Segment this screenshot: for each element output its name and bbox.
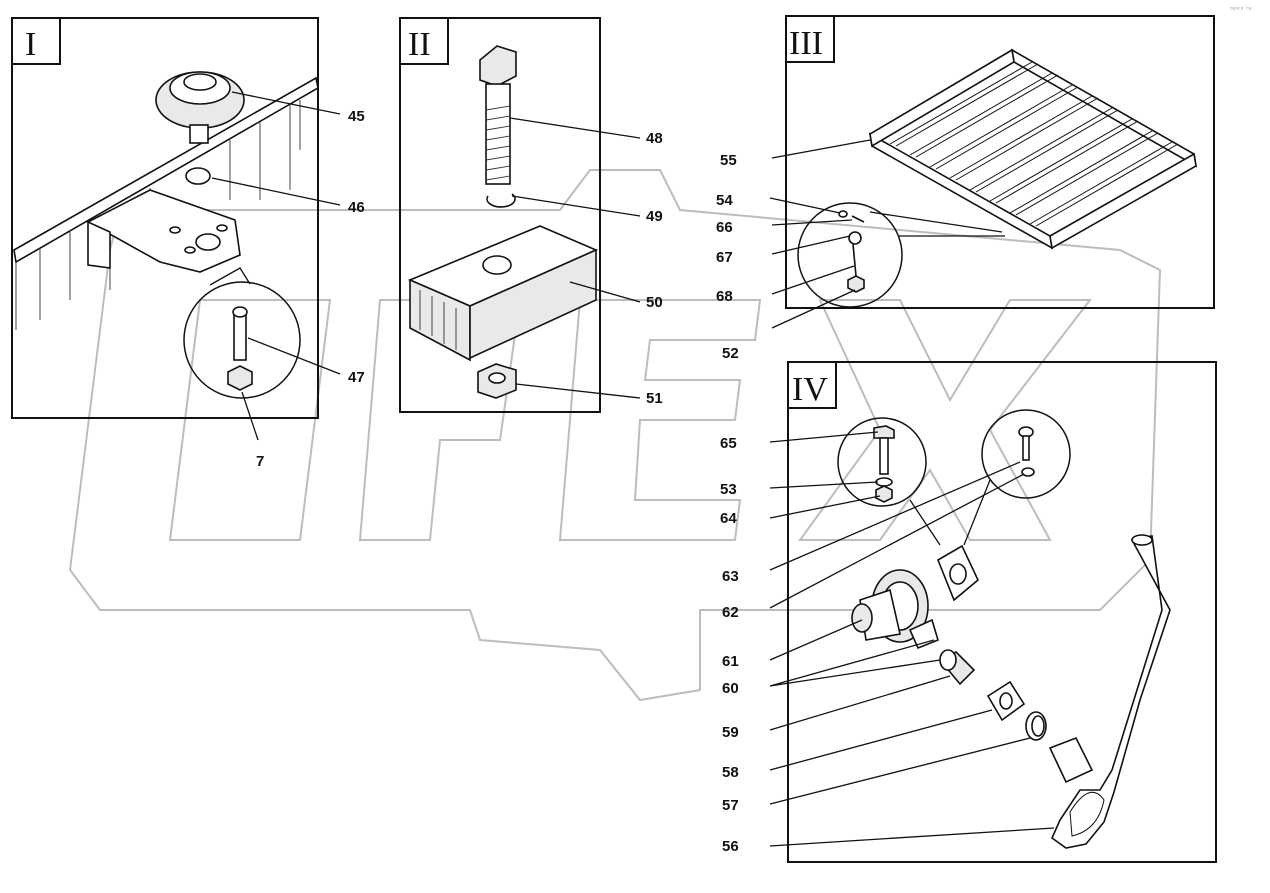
callout-50: 50 [646, 294, 663, 311]
leader-46 [211, 177, 341, 206]
leader-circle-left [909, 499, 941, 546]
leader-62 [769, 473, 1025, 609]
leader-67 [771, 235, 851, 255]
panel-4-frame [787, 361, 1217, 863]
coupling-59-drawing [938, 649, 976, 686]
callout-58: 58 [722, 764, 739, 781]
corner-mark: ᵒᵖᵉˣ ʳᵘ [1230, 5, 1251, 14]
bolt-48-drawing [479, 45, 517, 185]
callout-48: 48 [646, 130, 663, 147]
callout-67: 67 [716, 249, 733, 266]
leader-circle-right [963, 479, 991, 546]
panel-2: II 48 49 50 51 [399, 17, 663, 413]
callout-47: 47 [348, 369, 365, 386]
panel-3-label: III [789, 25, 823, 62]
leader-52 [771, 289, 856, 329]
detail-circle-iii [797, 202, 1005, 308]
leader-54 [769, 197, 841, 214]
panel-4: IV [720, 361, 1217, 863]
ring-57-drawing [1025, 711, 1047, 741]
callout-62: 62 [722, 604, 739, 621]
panel-1-frame [11, 17, 319, 419]
leader-49 [511, 195, 641, 217]
leader-57 [769, 737, 1031, 805]
leader-68 [771, 265, 855, 295]
callout-51: 51 [646, 390, 663, 407]
gasket-58-drawing [986, 680, 1026, 722]
callout-55: 55 [720, 152, 737, 169]
callout-57: 57 [722, 797, 739, 814]
lock-washer-49-drawing [486, 193, 516, 208]
panel-3-label-box [785, 15, 835, 63]
callout-49: 49 [646, 208, 663, 225]
gearbox-61-drawing [851, 569, 939, 650]
block-50-drawing [407, 225, 598, 362]
detail-circle-i [183, 267, 301, 399]
leader-48 [509, 117, 641, 139]
callout-45: 45 [348, 108, 365, 125]
knob-45-drawing [155, 71, 245, 144]
washer-46-drawing [185, 167, 211, 185]
panel-2-label: II [408, 26, 431, 63]
callout-61: 61 [722, 653, 739, 670]
leader-65 [769, 431, 879, 443]
leader-45 [231, 91, 341, 115]
bracket-drawing [86, 189, 241, 273]
leader-7 [241, 391, 259, 441]
panel-4-label: IV [792, 371, 828, 408]
callout-60: 60 [722, 680, 739, 697]
panel-1-label-box [11, 17, 61, 65]
leader-66 [771, 219, 853, 226]
nut-51-drawing [477, 363, 517, 399]
leader-55 [771, 139, 871, 159]
leader-61 [769, 619, 863, 661]
callout-59: 59 [722, 724, 739, 741]
leader-63 [769, 461, 1021, 571]
panel-1: I [11, 17, 365, 470]
callout-54: 54 [716, 192, 733, 209]
leader-50 [569, 281, 641, 303]
leader-59 [769, 675, 951, 731]
panel-2-frame [399, 17, 601, 413]
leader-51 [515, 383, 641, 399]
callout-64: 64 [720, 510, 737, 527]
panel-4-label-box [787, 361, 837, 409]
leader-56 [769, 827, 1055, 847]
panel-1-label: I [25, 26, 36, 63]
callout-56: 56 [722, 838, 739, 855]
callout-52: 52 [722, 345, 739, 362]
callout-68: 68 [716, 288, 733, 305]
callout-53: 53 [720, 481, 737, 498]
grate-55-drawing [868, 48, 1198, 250]
panel-3: III 55 54 66 67 68 52 [716, 15, 1215, 362]
detail-circle-iv-right [981, 409, 1071, 499]
crank-handle-56-drawing [1048, 534, 1171, 849]
callout-65: 65 [720, 435, 737, 452]
leader-58 [769, 709, 993, 771]
panel-3-frame [785, 15, 1215, 309]
callout-46: 46 [348, 199, 365, 216]
callout-7: 7 [256, 453, 264, 470]
detail-circle-iv-left [837, 417, 927, 507]
panel-2-label-box [399, 17, 449, 65]
leader-47 [247, 337, 341, 375]
leader-60 [769, 639, 941, 687]
leader-53 [769, 481, 879, 489]
callout-66: 66 [716, 219, 733, 236]
leader-64 [769, 495, 881, 519]
flange-62-drawing [937, 544, 979, 602]
callout-63: 63 [722, 568, 739, 585]
